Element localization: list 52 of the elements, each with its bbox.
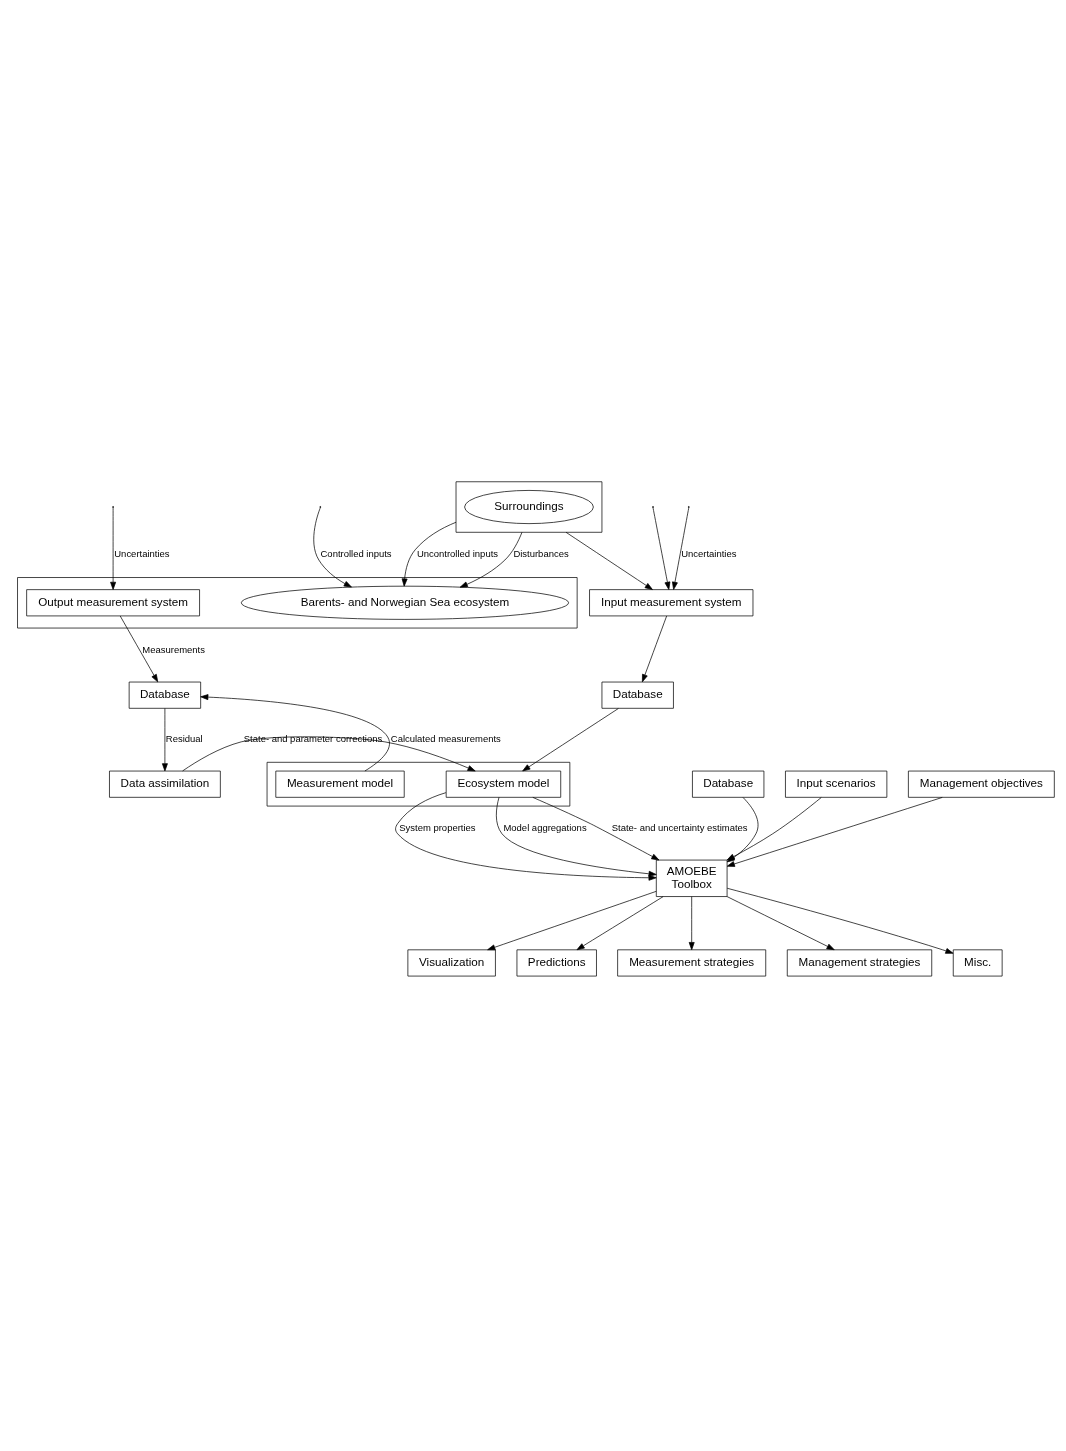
- node-box: AMOEBE Toolbox: [655, 859, 728, 897]
- arrow: [401, 521, 457, 586]
- edge-label: Residual: [165, 732, 203, 744]
- node-box: Predictions: [516, 948, 597, 976]
- node-box: Visualization: [407, 948, 496, 976]
- arrow: [313, 507, 352, 587]
- edge-label: Uncontrolled inputs: [416, 547, 499, 559]
- node-box: Database: [128, 681, 202, 709]
- node-box: Input scenarios: [785, 770, 888, 798]
- arrow: [182, 735, 476, 771]
- edge-label: Uncertainties: [681, 547, 737, 559]
- edge-label: State- and parameter corrections: [243, 732, 383, 744]
- node-box: Ecosystem model: [445, 770, 562, 798]
- arrow: [395, 791, 657, 881]
- arrow: [162, 707, 168, 771]
- arrow: [565, 531, 653, 590]
- arrow: [532, 796, 660, 860]
- arrow: [110, 506, 117, 590]
- node-box: Management objectives: [908, 770, 1055, 798]
- arrow: [576, 895, 664, 950]
- edge-label: Disturbances: [513, 547, 569, 559]
- node-box: Data assimilation: [109, 770, 221, 798]
- arrow: [726, 895, 835, 950]
- arrow: [726, 887, 954, 954]
- arrow: [672, 506, 690, 590]
- node-box: Misc.: [952, 948, 1003, 976]
- node-box: Output measurement system: [26, 588, 200, 616]
- edge-label: Controlled inputs: [320, 547, 392, 559]
- node-box: Management strategies: [786, 948, 933, 976]
- node-box: Measurement model: [275, 770, 405, 798]
- arrow: [495, 796, 657, 877]
- node-ellipse: Surroundings: [464, 489, 594, 524]
- edge-label: Calculated measurements: [390, 732, 501, 744]
- arrow: [688, 895, 695, 950]
- arrow: [522, 707, 619, 771]
- edge-label: Uncertainties: [114, 547, 170, 559]
- arrow: [487, 890, 657, 950]
- arrow: [119, 615, 159, 682]
- arrow: [459, 531, 523, 588]
- edge-label: Model aggregations: [503, 821, 587, 833]
- node-box: Database: [692, 770, 765, 798]
- edge-label: State- and uncertainty estimates: [611, 821, 748, 833]
- node-box: Database: [601, 681, 674, 709]
- edge-label: Measurements: [142, 643, 205, 655]
- arrow: [200, 693, 390, 771]
- node-ellipse: Barents- and Norwegian Sea ecosystem: [240, 585, 569, 620]
- node-box: Measurement strategies: [617, 948, 767, 976]
- edge-label: System properties: [399, 821, 476, 833]
- node-box: Input measurement system: [589, 588, 754, 616]
- cluster: [455, 480, 603, 533]
- arrow: [642, 615, 668, 682]
- arrow: [652, 506, 671, 590]
